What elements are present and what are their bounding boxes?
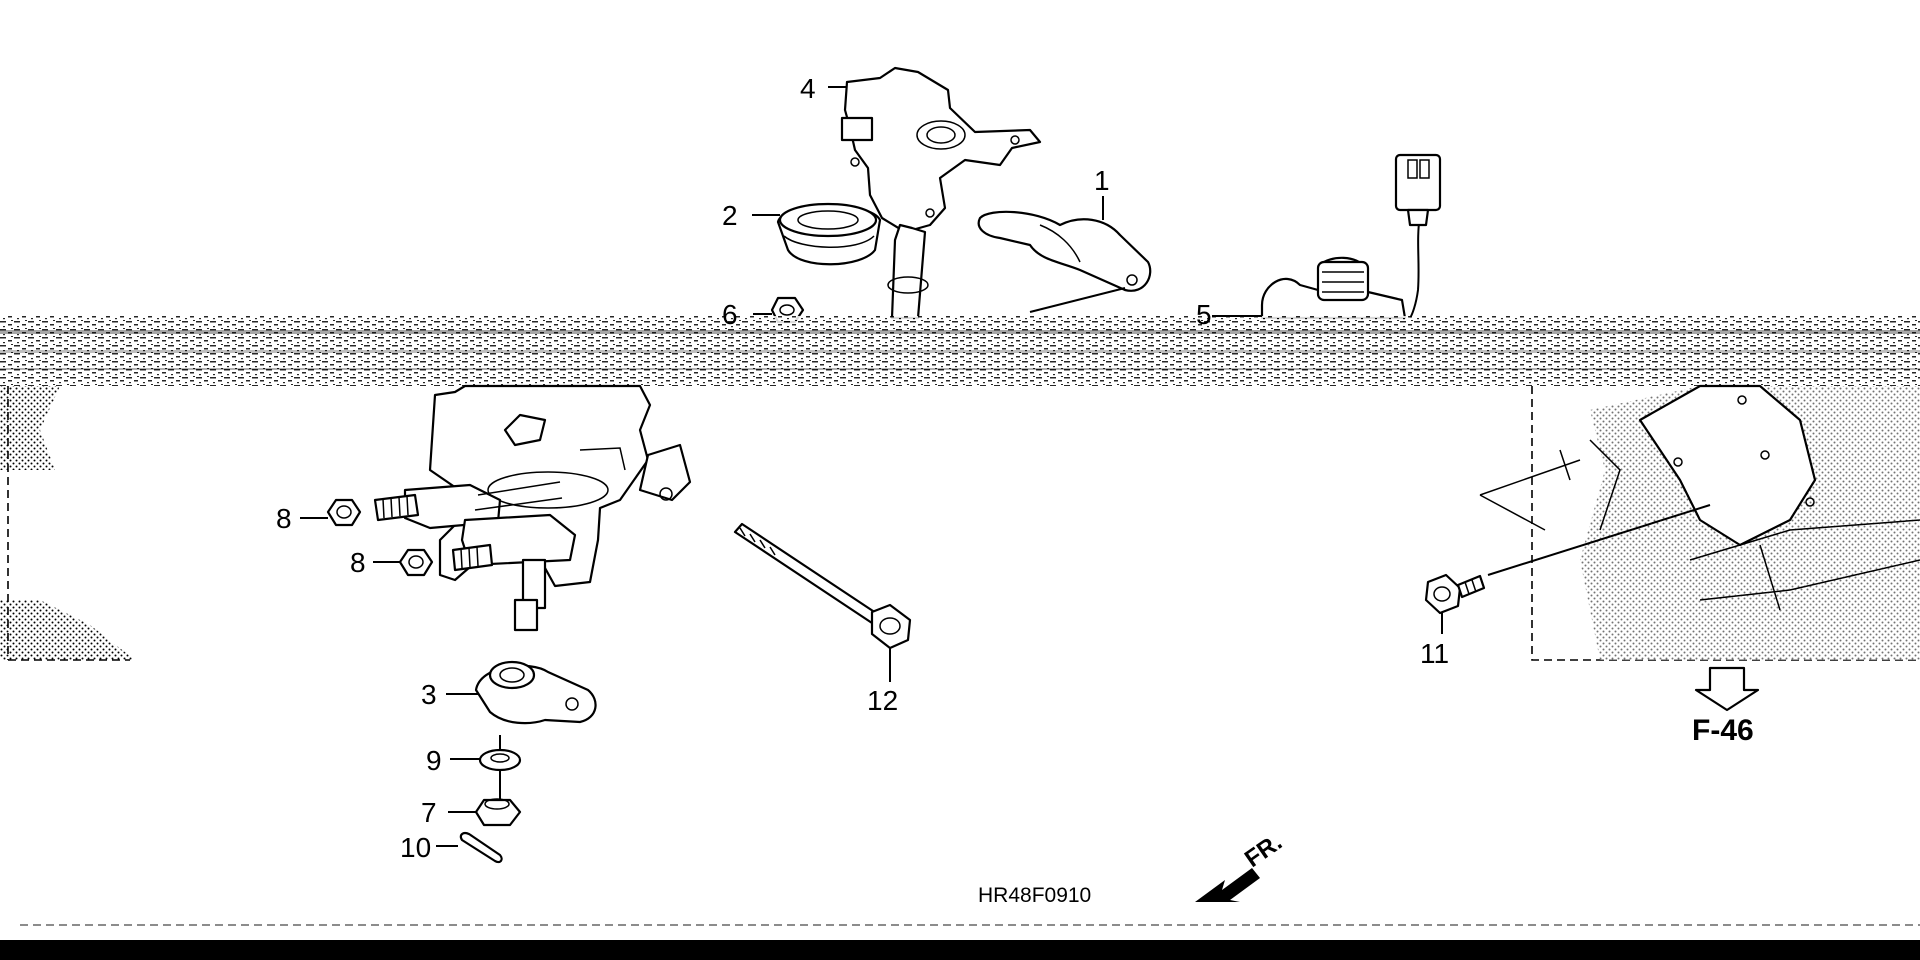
front-direction-arrow-icon [1195,868,1260,902]
callout-4: 4 [800,73,816,104]
page-reference-link[interactable]: F-46 [1692,714,1754,747]
cotter-pin-10 [459,831,503,864]
castle-nut-7 [474,798,522,827]
callout-1: 1 [1094,165,1110,196]
callout-12: 12 [867,685,898,716]
callout-6: 6 [722,299,738,330]
threaded-stud-lower [451,543,494,572]
callout-3: 3 [421,679,437,710]
clamp [977,210,1152,292]
callout-7: 7 [421,797,437,828]
callout-11: 11 [1420,638,1449,669]
callout-8-upper: 8 [276,503,292,534]
steering-bracket [840,66,1042,320]
callout-10: 10 [400,832,431,863]
frame-shading-left [0,386,135,661]
scan-noise-band [0,316,1920,386]
callout-8-lower: 8 [350,547,366,578]
leader-lines [300,86,1711,847]
threaded-stud-upper [373,493,420,522]
callout-5: 5 [1196,299,1212,330]
flange-nut-8a [326,498,362,527]
bottom-bar [0,940,1920,960]
bolt-11 [1424,573,1486,615]
pitman-arm-3 [474,660,597,725]
diagram-code: HR48F0910 [978,884,1091,907]
callout-2: 2 [722,200,738,231]
frame-detail-right [1479,384,1920,661]
reference-arrow-icon[interactable] [1694,666,1760,712]
sensor-assembly [1260,153,1442,320]
flange-nut-8b [398,548,434,577]
washer-9 [478,748,522,772]
long-bolt-12 [733,522,912,650]
callout-9: 9 [426,745,442,776]
seal-ring [776,202,882,266]
